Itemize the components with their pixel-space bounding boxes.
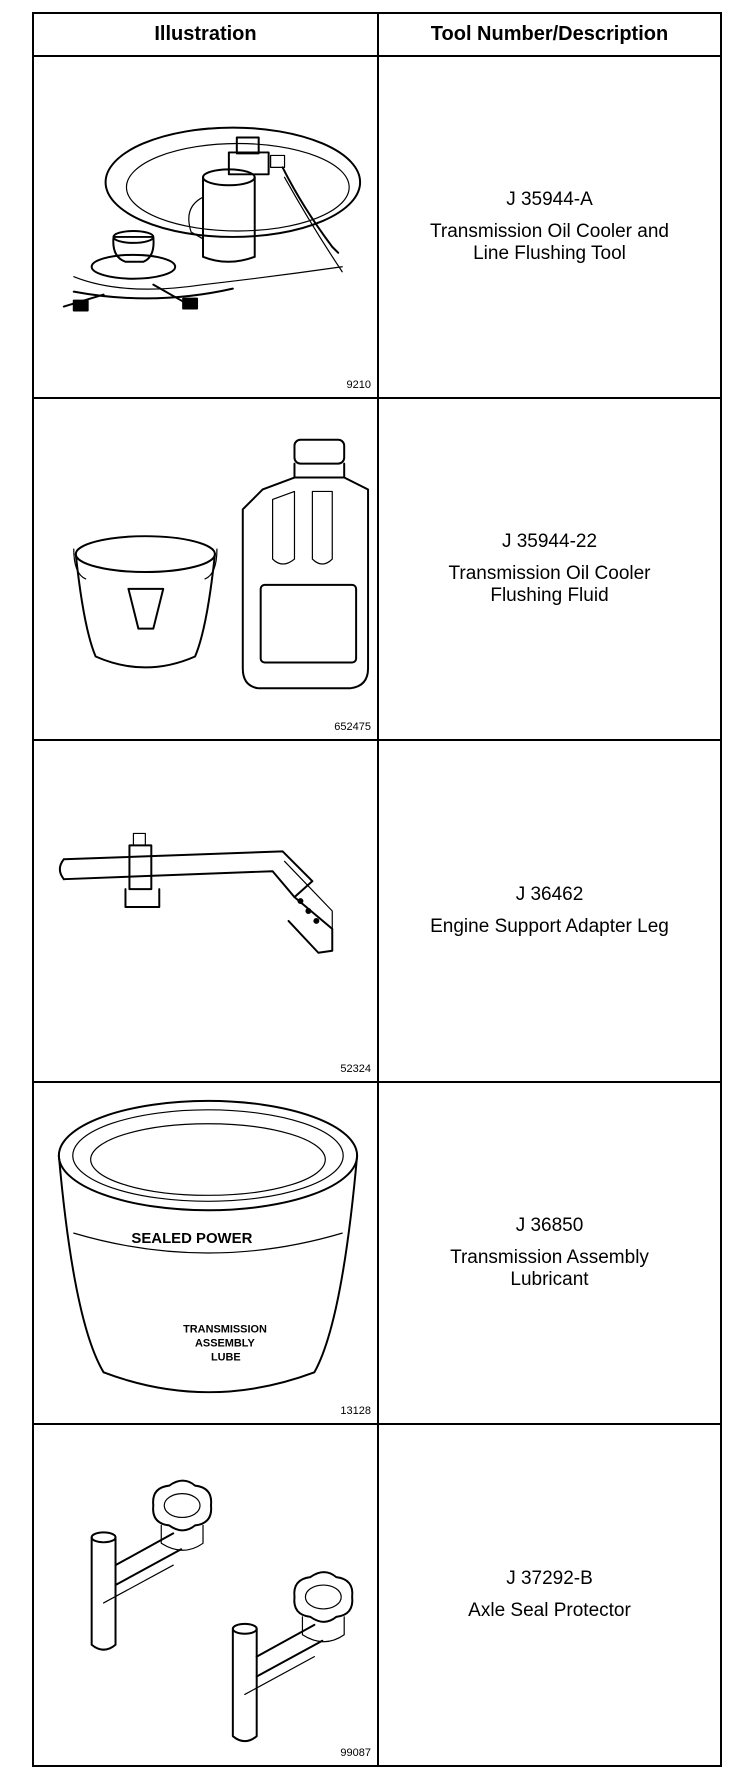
illustration-cell: SEALED POWER TRANSMISSION ASSEMBLY LUBE … (32, 1081, 379, 1425)
tool-description: Transmission Assembly Lubricant (450, 1247, 649, 1290)
adapter-leg-icon (58, 832, 334, 954)
tub-label-line3: LUBE (211, 1351, 241, 1363)
tool-description: Transmission Oil Cooler Flushing Fluid (448, 563, 651, 606)
tool-table-sheet: Illustration Tool Number/Description (32, 12, 722, 1767)
figure-number: 13128 (340, 1405, 371, 1417)
table-row: 652475 J 35944-22 Transmission Oil Coole… (32, 397, 722, 741)
tool-description: Engine Support Adapter Leg (430, 916, 669, 937)
tool-number: J 37292-B (506, 1568, 593, 1589)
figure-number: 52324 (340, 1063, 371, 1075)
tool-number: J 36850 (515, 1215, 584, 1236)
tub-label-brand: SEALED POWER (131, 1231, 252, 1247)
header-tool-number-description: Tool Number/Description (377, 12, 722, 57)
illustration-cell: 99087 (32, 1423, 379, 1767)
figure-number: 652475 (334, 721, 371, 733)
lubricant-tub-icon: SEALED POWER TRANSMISSION ASSEMBLY LUBE (57, 1099, 359, 1394)
header-illustration: Illustration (32, 12, 379, 57)
tool-description: Transmission Oil Cooler and Line Flushin… (430, 221, 669, 264)
tool-description-cell: J 35944-A Transmission Oil Cooler and Li… (377, 55, 722, 399)
table-row: 52324 J 36462 Engine Support Adapter Leg (32, 739, 722, 1083)
flushing-tool-icon (62, 126, 362, 312)
illustration-cell: 652475 (32, 397, 379, 741)
tool-number: J 35944-22 (501, 531, 598, 552)
table-row: 9210 J 35944-A Transmission Oil Cooler a… (32, 55, 722, 399)
tool-number: J 35944-A (506, 189, 593, 210)
tool-description-cell: J 35944-22 Transmission Oil Cooler Flush… (377, 397, 722, 741)
tool-table: Illustration Tool Number/Description (32, 12, 722, 1767)
table-row: 99087 J 37292-B Axle Seal Protector (32, 1423, 722, 1767)
illustration-cell: 9210 (32, 55, 379, 399)
tool-description-cell: J 36462 Engine Support Adapter Leg (377, 739, 722, 1083)
figure-number: 9210 (346, 379, 371, 391)
illustration-cell: 52324 (32, 739, 379, 1083)
tool-description-cell: J 36850 Transmission Assembly Lubricant (377, 1081, 722, 1425)
figure-number: 99087 (340, 1747, 371, 1759)
table-header-row: Illustration Tool Number/Description (32, 12, 722, 57)
flushing-fluid-icon (73, 438, 370, 690)
tool-number: J 36462 (515, 884, 584, 905)
tool-description-cell: J 37292-B Axle Seal Protector (377, 1423, 722, 1767)
axle-seal-protector-icon (90, 1479, 354, 1743)
table-row: SEALED POWER TRANSMISSION ASSEMBLY LUBE … (32, 1081, 722, 1425)
tub-label-line1: TRANSMISSION (183, 1324, 267, 1336)
tub-label-line2: ASSEMBLY (195, 1337, 255, 1349)
tool-description: Axle Seal Protector (468, 1600, 631, 1621)
